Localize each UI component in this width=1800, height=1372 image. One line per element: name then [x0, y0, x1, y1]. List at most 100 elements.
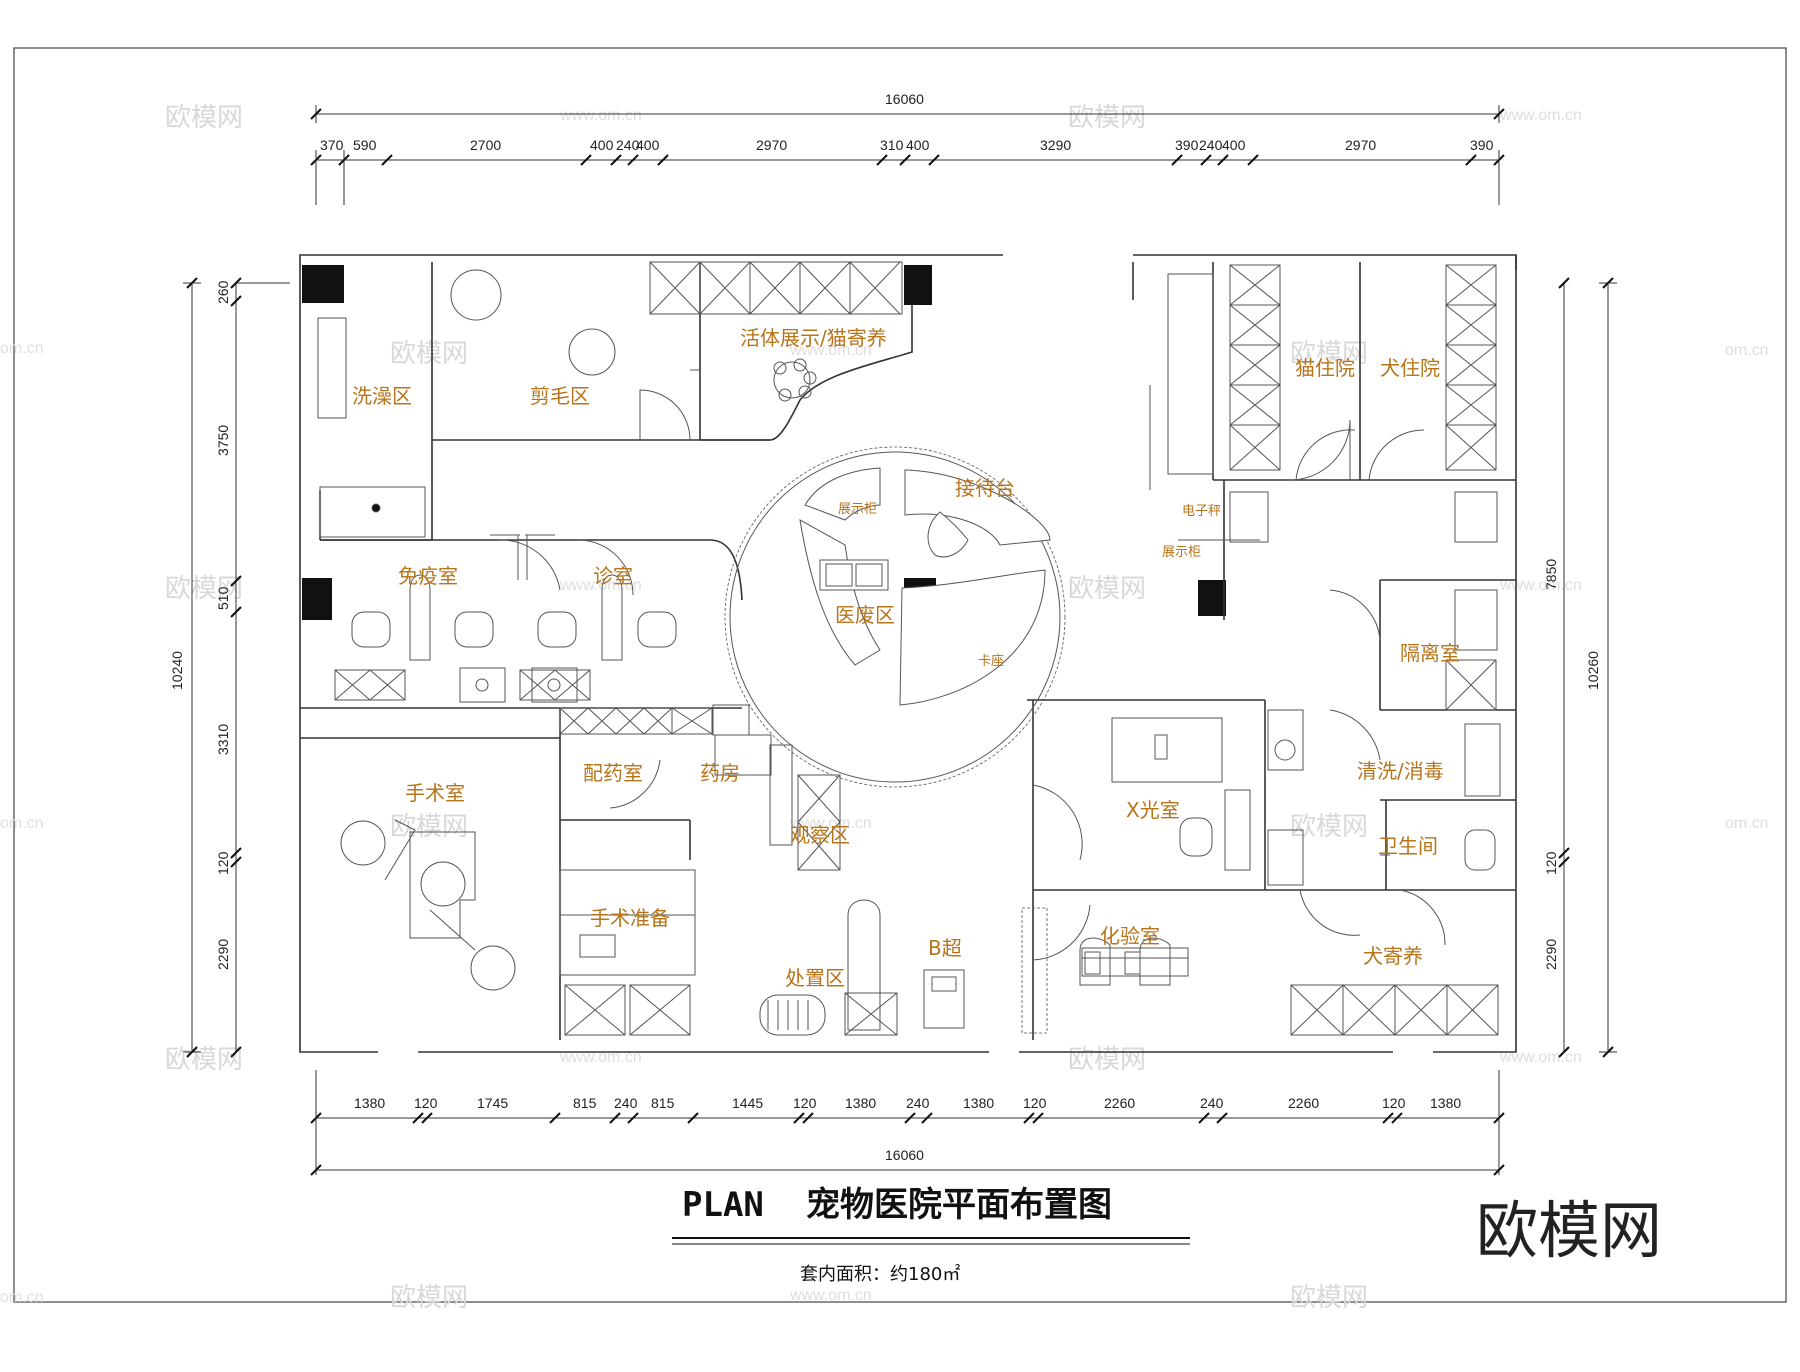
label-b-ultrasound: B超: [928, 936, 962, 960]
dim-top: 400: [590, 137, 614, 153]
watermark-text: 欧模网: [390, 812, 468, 842]
watermark-url: om.cn: [1725, 342, 1769, 359]
label-waste: 医废区: [835, 603, 895, 627]
dim-top: 400: [906, 137, 930, 153]
label-surgery: 手术室: [405, 781, 465, 805]
dim-bottom: 1380: [845, 1095, 876, 1111]
dim-top: 400: [636, 137, 660, 153]
right-dimensions: 7850 120 2290 10260: [1543, 277, 1617, 1058]
doors: [497, 369, 1446, 961]
dim-bottom: 815: [651, 1095, 675, 1111]
dim-top: 590: [353, 137, 377, 153]
label-lab: 化验室: [1100, 924, 1160, 948]
label-electronic-scale: 电子秤: [1182, 504, 1221, 519]
left-fixtures: [317, 269, 817, 703]
dim-top: 240: [1199, 137, 1223, 153]
label-consult: 诊室: [593, 564, 633, 588]
label-treatment: 处置区: [785, 966, 845, 990]
dim-bottom: 240: [1200, 1095, 1224, 1111]
display-cabinets-top: [649, 261, 903, 315]
title-block: PLAN 宠物医院平面布置图 套内面积：约180㎡ 欧模网: [672, 1185, 1662, 1285]
dim-top: 370: [320, 137, 344, 153]
label-xray: X光室: [1126, 798, 1180, 822]
dim-bottom: 240: [614, 1095, 638, 1111]
watermark-text: 欧模网: [1068, 103, 1146, 133]
left-dimensions: 10240 260 3750 510 3310 120 2290: [169, 277, 290, 1058]
dim-right: 120: [1543, 851, 1559, 875]
watermark-text: 欧模网: [165, 574, 243, 604]
watermark-url: om.cn: [0, 1289, 44, 1306]
dim-bottom: 2260: [1288, 1095, 1319, 1111]
outer-walls: [299, 254, 1517, 1053]
label-display-cabinet: 展示柜: [838, 502, 877, 517]
watermark-url: om.cn: [0, 815, 44, 832]
watermark-text: 欧模网: [390, 339, 468, 369]
label-reception: 接待台: [955, 476, 1015, 500]
xray-lab-fixtures: [1021, 709, 1496, 1034]
watermark-url: www.om.cn: [789, 815, 872, 832]
watermark-url: www.om.cn: [789, 342, 872, 359]
dim-top: 2970: [756, 137, 787, 153]
dim-bottom: 2260: [1104, 1095, 1135, 1111]
surgery-fixtures: [340, 704, 965, 1036]
watermark-url: www.om.cn: [1499, 107, 1582, 124]
label-seat: 卡座: [978, 654, 1004, 669]
ward-cages: [1167, 264, 1501, 1036]
dim-right-total: 10260: [1585, 651, 1601, 690]
watermarks: 欧模网 www.om.cn 欧模网 www.om.cn om.cn 欧模网 ww…: [0, 103, 1769, 1313]
dim-top-total: 16060: [885, 91, 924, 107]
sheet-border: [13, 47, 1787, 1303]
dim-left-total: 10240: [169, 651, 185, 690]
dim-bottom: 1745: [477, 1095, 508, 1111]
label-cat-ward: 猫住院: [1295, 356, 1355, 380]
watermark-text: 欧模网: [165, 103, 243, 133]
watermark-url: www.om.cn: [559, 1049, 642, 1066]
dim-left: 2290: [215, 939, 231, 970]
watermark-text: 欧模网: [1290, 339, 1368, 369]
dim-top: 240: [616, 137, 640, 153]
dim-left: 3750: [215, 425, 231, 456]
dim-right: 7850: [1543, 559, 1559, 590]
label-observe: 观察区: [790, 823, 850, 847]
dim-top: 2970: [1345, 137, 1376, 153]
watermark-text: 欧模网: [1068, 1045, 1146, 1075]
watermark-url: om.cn: [0, 340, 44, 357]
title-plan: PLAN: [682, 1185, 764, 1225]
label-dog-boarding: 犬寄养: [1363, 944, 1423, 968]
label-grooming: 剪毛区: [530, 384, 590, 408]
dim-bottom: 120: [414, 1095, 438, 1111]
dim-bottom: 815: [573, 1095, 597, 1111]
label-display: 活体展示/猫寄养: [740, 326, 887, 350]
title-name: 宠物医院平面布置图: [806, 1185, 1112, 1225]
dim-bottom: 120: [1023, 1095, 1047, 1111]
watermark-text: 欧模网: [1068, 574, 1146, 604]
dim-bottom: 120: [793, 1095, 817, 1111]
dim-top: 390: [1175, 137, 1199, 153]
dim-top: 2700: [470, 137, 501, 153]
watermark-url: www.om.cn: [789, 1287, 872, 1304]
label-vaccine: 免疫室: [398, 564, 458, 588]
dim-left: 3310: [215, 724, 231, 755]
label-dispense: 配药室: [583, 761, 643, 785]
watermark-text: 欧模网: [1290, 1283, 1368, 1313]
dim-left: 510: [215, 586, 231, 610]
dim-bottom: 1445: [732, 1095, 763, 1111]
watermark-url: www.om.cn: [1499, 1049, 1582, 1066]
dim-bottom: 1380: [963, 1095, 994, 1111]
dim-bottom: 120: [1382, 1095, 1406, 1111]
bottom-dimensions: 1380 120 1745 815 240 815 1445 120 1380 …: [310, 1070, 1505, 1176]
reception-rotunda: [724, 446, 1066, 788]
dim-top: 310: [880, 137, 904, 153]
watermark-url: www.om.cn: [1499, 577, 1582, 594]
watermark-text: 欧模网: [390, 1283, 468, 1313]
dim-top: 390: [1470, 137, 1494, 153]
watermark-text: 欧模网: [1290, 812, 1368, 842]
dim-bottom: 240: [906, 1095, 930, 1111]
dim-bottom: 1380: [354, 1095, 385, 1111]
top-dimensions: 16060 370 590 2700 400 240 400 2970 310 …: [310, 91, 1505, 205]
room-labels: 洗澡区 剪毛区 活体展示/猫寄养 猫住院 犬住院 接待台 展示柜 医废区 卡座 …: [352, 326, 1460, 990]
watermark-url: om.cn: [1725, 815, 1769, 832]
label-isolation: 隔离室: [1400, 641, 1460, 665]
watermark-url: www.om.cn: [559, 107, 642, 124]
